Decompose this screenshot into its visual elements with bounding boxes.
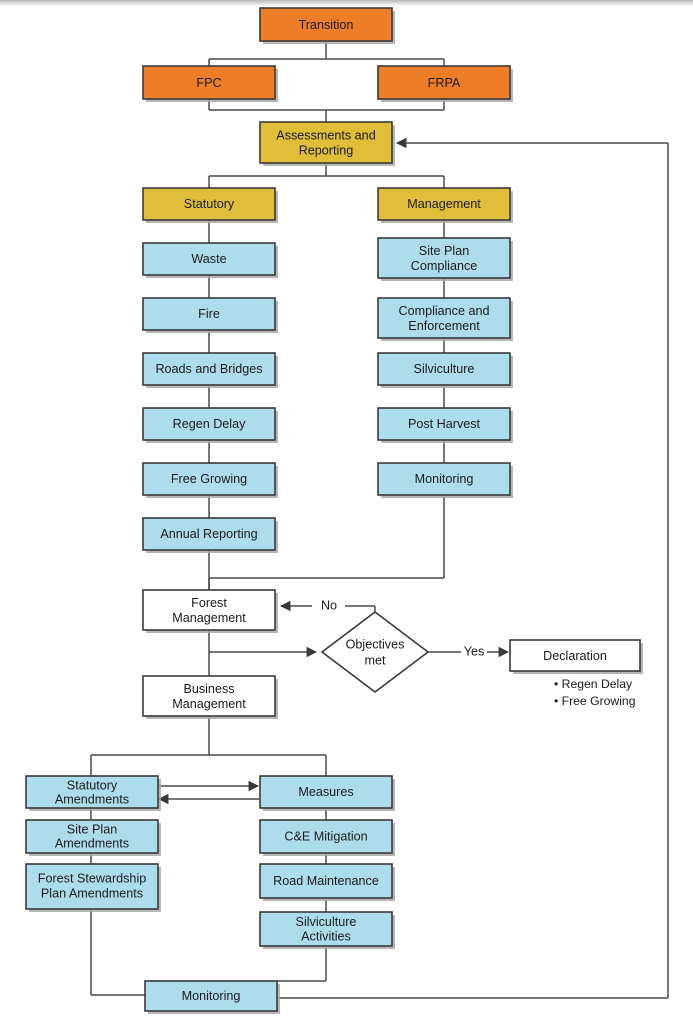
node-silviculture-activities-line-1: Silviculture	[296, 915, 357, 929]
node-free-growing-label: Free Growing	[171, 472, 247, 486]
node-site-plan-compliance-line-2: Compliance	[411, 259, 478, 273]
node-road-maintenance-label: Road Maintenance	[273, 874, 379, 888]
node-statutory-amendments-line-1: Statutory	[67, 778, 118, 792]
node-business-management-line-2: Management	[172, 697, 246, 711]
node-monitoring-management-label: Monitoring	[415, 472, 474, 486]
node-road-maintenance[interactable]: Road Maintenance	[259, 863, 393, 899]
node-statutory-label: Statutory	[184, 197, 235, 211]
node-annual-reporting[interactable]: Annual Reporting	[142, 517, 276, 551]
node-fpc-label: FPC	[196, 76, 221, 90]
node-free-growing[interactable]: Free Growing	[142, 462, 276, 496]
node-compliance-and-enforcement-line-2: Enforcement	[408, 319, 480, 333]
node-roads-and-bridges[interactable]: Roads and Bridges	[142, 352, 276, 386]
node-management-label: Management	[407, 197, 481, 211]
declaration-bullet-list: • Regen Delay • Free Growing	[554, 677, 635, 708]
node-objectives-met-line-2: met	[365, 653, 386, 667]
node-forest-management[interactable]: Forest Management	[142, 589, 276, 631]
node-assessments-line-2: Reporting	[299, 143, 354, 157]
node-waste-label: Waste	[191, 252, 226, 266]
node-annual-reporting-label: Annual Reporting	[160, 527, 257, 541]
node-fpc[interactable]: FPC	[142, 65, 276, 100]
node-business-management-line-1: Business	[183, 682, 234, 696]
node-forest-management-line-2: Management	[172, 611, 246, 625]
node-assessments-and-reporting[interactable]: Assessments and Reporting	[259, 121, 393, 164]
node-declaration-label: Declaration	[543, 649, 607, 663]
node-ce-mitigation[interactable]: C&E Mitigation	[259, 819, 393, 854]
node-frpa-label: FRPA	[428, 76, 461, 90]
node-site-plan-compliance-line-1: Site Plan	[419, 244, 469, 258]
node-objectives-met-decision[interactable]: Objectives met	[320, 610, 430, 694]
node-silviculture-label: Silviculture	[414, 362, 475, 376]
node-transition[interactable]: Transition	[259, 7, 393, 42]
node-objectives-met-line-1: Objectives	[346, 637, 405, 651]
node-forest-management-line-1: Forest	[191, 596, 227, 610]
node-monitoring-bottom[interactable]: Monitoring	[144, 980, 278, 1012]
declaration-bullet-1: • Regen Delay	[554, 677, 633, 691]
node-management[interactable]: Management	[377, 187, 511, 221]
node-transition-label: Transition	[299, 18, 354, 32]
node-post-harvest[interactable]: Post Harvest	[377, 407, 511, 441]
node-site-plan-compliance[interactable]: Site Plan Compliance	[377, 237, 511, 279]
node-frpa[interactable]: FRPA	[377, 65, 511, 100]
node-assessments-line-1: Assessments and	[276, 128, 375, 142]
node-statutory-amendments-line-2: Amendments	[55, 792, 129, 806]
node-fsp-amendments-line-2: Plan Amendments	[41, 886, 143, 900]
node-waste[interactable]: Waste	[142, 242, 276, 276]
node-post-harvest-label: Post Harvest	[408, 417, 481, 431]
node-regen-delay[interactable]: Regen Delay	[142, 407, 276, 441]
top-gradient-strip	[0, 0, 693, 6]
node-fire[interactable]: Fire	[142, 297, 276, 331]
node-roads-and-bridges-label: Roads and Bridges	[155, 362, 262, 376]
node-silviculture-activities[interactable]: Silviculture Activities	[259, 911, 393, 947]
node-site-plan-amendments[interactable]: Site Plan Amendments	[25, 819, 159, 854]
node-fsp-amendments-line-1: Forest Stewardship	[38, 871, 147, 885]
node-measures[interactable]: Measures	[259, 775, 393, 809]
node-business-management[interactable]: Business Management	[142, 675, 276, 717]
edge-label-yes: Yes	[464, 644, 485, 658]
node-forest-stewardship-plan-amendments[interactable]: Forest Stewardship Plan Amendments	[25, 863, 159, 910]
node-monitoring-bottom-label: Monitoring	[182, 989, 241, 1003]
node-measures-label: Measures	[298, 785, 353, 799]
node-regen-delay-label: Regen Delay	[173, 417, 247, 431]
node-silviculture-activities-line-2: Activities	[301, 929, 351, 943]
declaration-bullet-2: • Free Growing	[554, 694, 635, 708]
node-statutory[interactable]: Statutory	[142, 187, 276, 221]
node-compliance-and-enforcement[interactable]: Compliance and Enforcement	[377, 297, 511, 339]
node-monitoring-management[interactable]: Monitoring	[377, 462, 511, 496]
node-declaration[interactable]: Declaration	[509, 639, 641, 672]
node-ce-mitigation-label: C&E Mitigation	[284, 829, 367, 843]
node-statutory-amendments[interactable]: Statutory Amendments	[25, 775, 159, 809]
node-site-plan-amendments-line-1: Site Plan	[67, 822, 117, 836]
node-silviculture[interactable]: Silviculture	[377, 352, 511, 386]
node-fire-label: Fire	[198, 307, 220, 321]
edge-label-no: No	[321, 598, 337, 612]
node-compliance-and-enforcement-line-1: Compliance and	[398, 304, 489, 318]
node-site-plan-amendments-line-2: Amendments	[55, 836, 129, 850]
